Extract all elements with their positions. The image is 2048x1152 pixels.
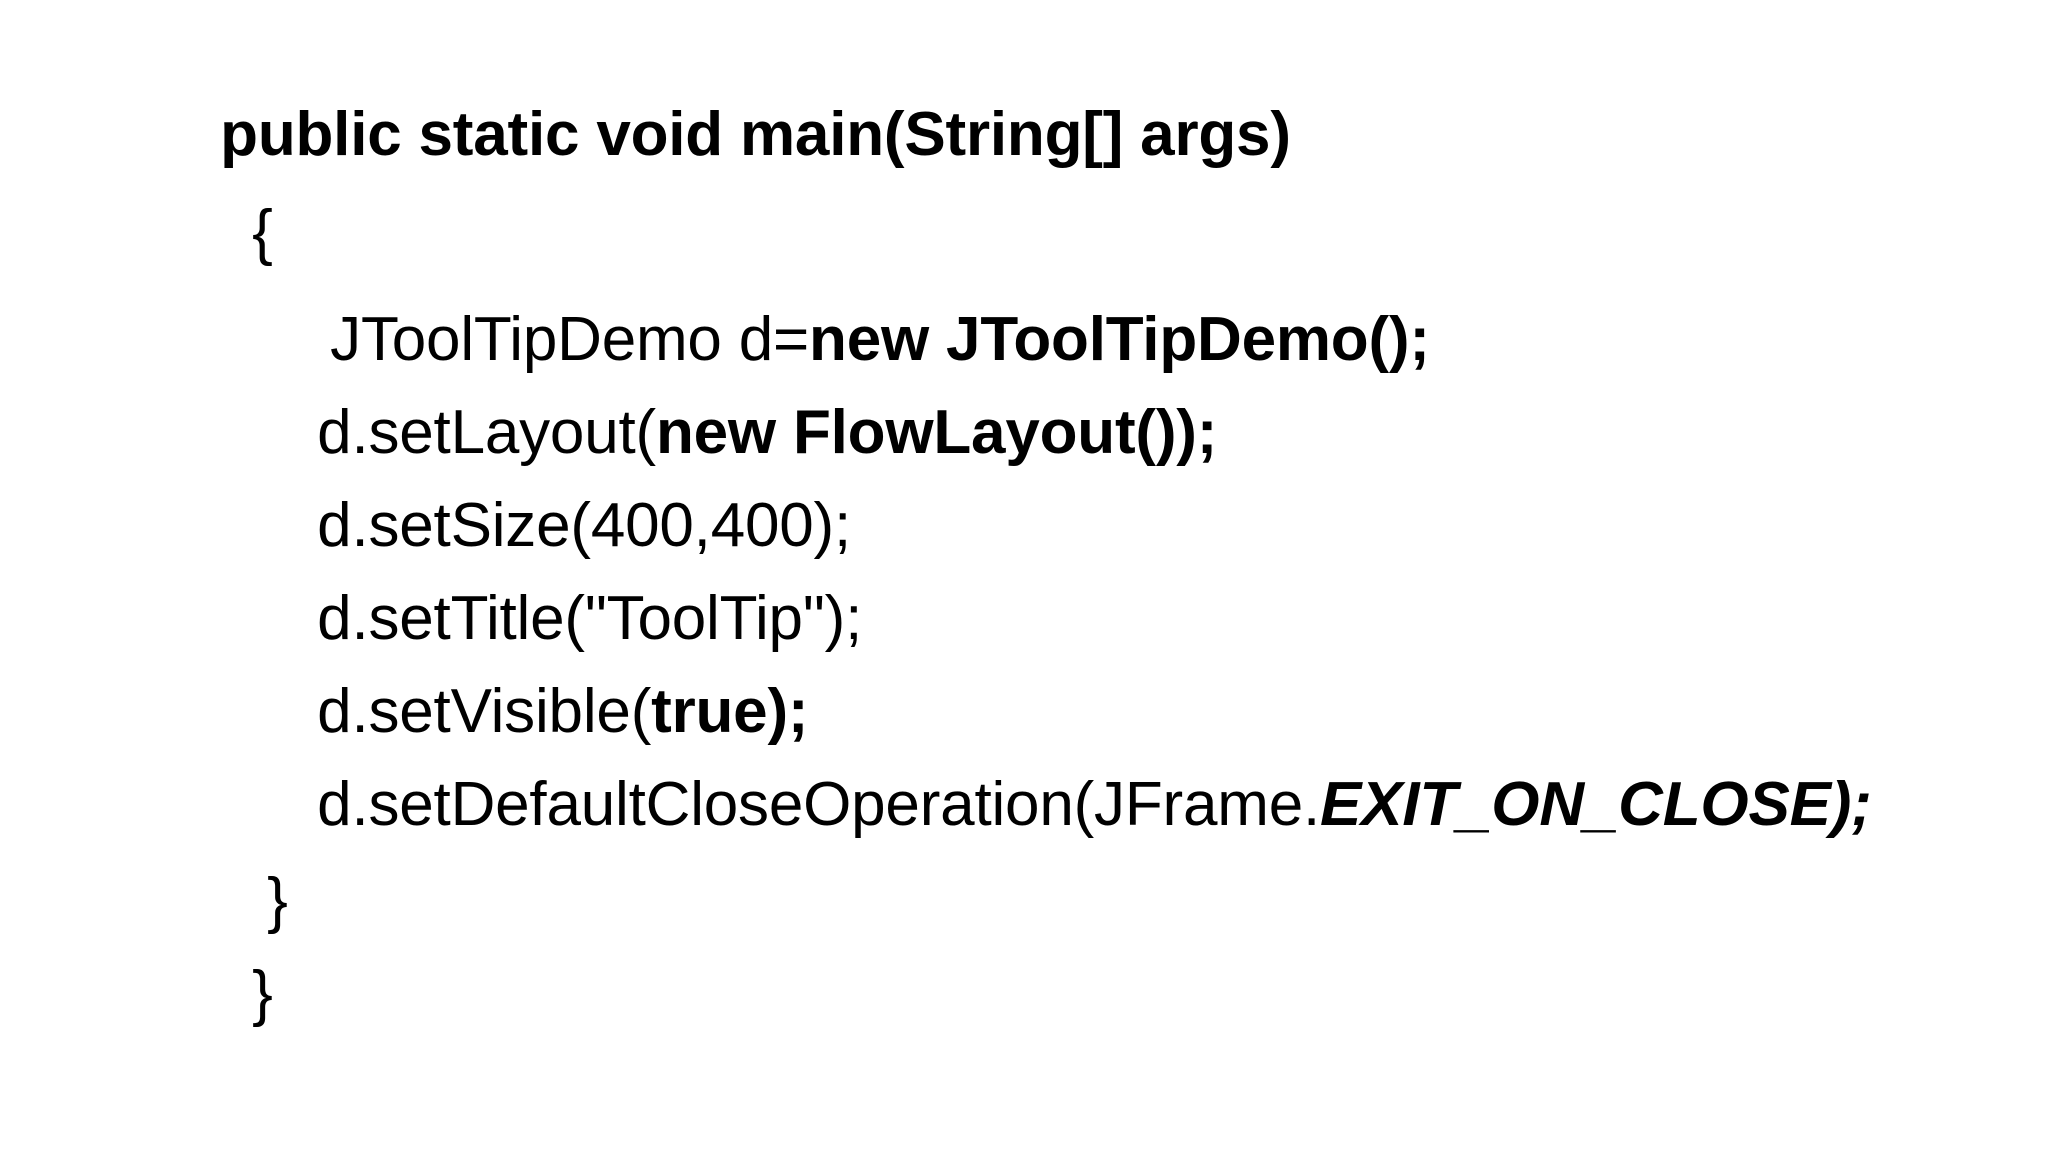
code-line-6: d.setTitle("ToolTip"); <box>215 526 862 712</box>
code-segment: } <box>267 866 288 935</box>
code-segment: public static void main(String[] args) <box>220 100 1291 169</box>
code-line-8: d.setDefaultCloseOperation(JFrame.EXIT_O… <box>215 712 1872 898</box>
code-line-4: d.setLayout(new FlowLayout()); <box>215 340 1217 526</box>
code-line-10: } <box>150 901 273 1087</box>
code-segment: JToolTipDemo d= <box>330 305 810 374</box>
code-segment: new FlowLayout()); <box>655 398 1218 467</box>
code-segment: d.setVisible( <box>317 677 652 746</box>
code-line-9: } <box>165 808 288 994</box>
code-segment: d.setDefaultCloseOperation(JFrame. <box>317 770 1321 839</box>
code-segment: d.setLayout( <box>317 398 656 467</box>
code-segment: d.setSize(400,400); <box>317 491 852 560</box>
code-line-3: JToolTipDemo d=new JToolTipDemo(); <box>228 247 1430 433</box>
code-segment: { <box>252 198 273 267</box>
code-line-1: public static void main(String[] args) <box>118 42 1291 228</box>
code-segment: d.setTitle("ToolTip"); <box>317 584 863 653</box>
code-segment: new JToolTipDemo(); <box>809 305 1430 374</box>
code-segment: } <box>252 959 273 1028</box>
code-line-7: d.setVisible(true); <box>215 619 808 805</box>
code-segment: EXIT_ON_CLOSE); <box>1320 770 1872 839</box>
code-segment: true); <box>651 677 809 746</box>
code-line-5: d.setSize(400,400); <box>215 433 851 619</box>
code-line-2: { <box>150 140 273 326</box>
